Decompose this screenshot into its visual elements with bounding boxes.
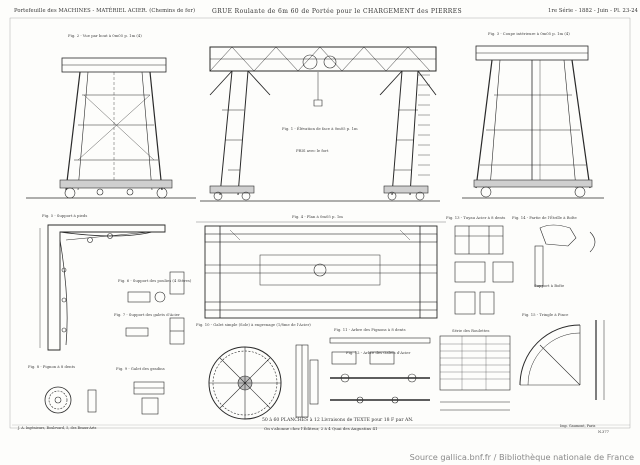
support-label: Support à Boîte (534, 283, 565, 288)
footer-publisher: On s'abonne chez l'Éditeur, 2 à 4 Quai d… (264, 426, 378, 431)
fig4-label: Fig. 4 - Plan à 0m05 p. 1m (292, 214, 343, 219)
journal-name: Portefeuille des MACHINES - MATÉRIEL ACI… (14, 8, 196, 14)
fig15-label: Fig. 15 - Tringle à Pince (522, 312, 569, 317)
fig6-fig7-details (125, 271, 185, 345)
fig5-bracket (39, 224, 166, 351)
table-title: Série des Roulettes (452, 328, 490, 333)
fig3-section (462, 45, 604, 199)
fig11-label: Fig. 11 - Arbre des Pignons à 8 dents (334, 327, 406, 332)
footer-left: J. A. Ingénieurs, Boulevard, 5, des Beau… (18, 426, 97, 430)
footer-right: Imp. Gaumont, Paris (560, 424, 596, 428)
plate-border (9, 17, 631, 429)
fig2-label: Fig. 2 - Vue par bout à 0m05 p. 1m (4) (68, 33, 142, 38)
fig8-label: Fig. 8 - Pignon à 8 dents (28, 364, 76, 369)
plate-series: 1re Série - 1882 - Juin - Pl. 23-24 (548, 8, 639, 14)
fig7-label: Fig. 7 - Support des galets d'Acier (114, 312, 180, 317)
roulettes-table (439, 335, 511, 411)
fig13-label: Fig. 13 - Tuyau Acier à 8 dents (446, 215, 506, 220)
fig11-13-shafts (329, 337, 431, 404)
fig1-label: Fig. 1 - Élévation de face à 0m05 p. 1m (282, 126, 358, 131)
fig6-label: Fig. 6 - Support des poulies (4 Stères) (118, 278, 192, 283)
fig2-end-view (26, 57, 196, 199)
plate-header: Portefeuille des MACHINES - MATÉRIEL ACI… (0, 4, 640, 20)
fig9-parts (133, 381, 165, 415)
fig10-gear-wheel (208, 344, 319, 420)
footer-subscription: 50 à 60 PLANCHES à 12 Livraisons de TEXT… (262, 418, 414, 423)
fig10-label: Fig. 10 - Galet simple (Sole) à engrenag… (196, 322, 311, 327)
plate-title: GRUE Roulante de 6m 60 de Portée pour le… (212, 8, 463, 15)
fig1-elevation (200, 46, 440, 202)
plate-number: N.377 (598, 430, 609, 434)
source-credit: Source gallica.bnf.fr / Bibliothèque nat… (409, 452, 634, 462)
pris-label: PRIS avec le fort (296, 148, 329, 153)
fig9-label: Fig. 9 - Galet des gradins (116, 366, 165, 371)
fig8-pinion (44, 386, 97, 414)
right-details (454, 224, 596, 315)
fig15-quadrant (519, 320, 605, 400)
fig5-label: Fig. 5 - Support à pieds (42, 213, 88, 218)
fig3-label: Fig. 3 - Coupe intérieure à 0m05 p. 1m (… (488, 31, 570, 36)
fig14-label: Fig. 14 - Partie de l'Étrille à Boîte (512, 215, 577, 220)
fig4-plan (196, 221, 446, 319)
fig12-label: Fig. 12 - Arbre des Galets d'Acier (346, 350, 411, 355)
